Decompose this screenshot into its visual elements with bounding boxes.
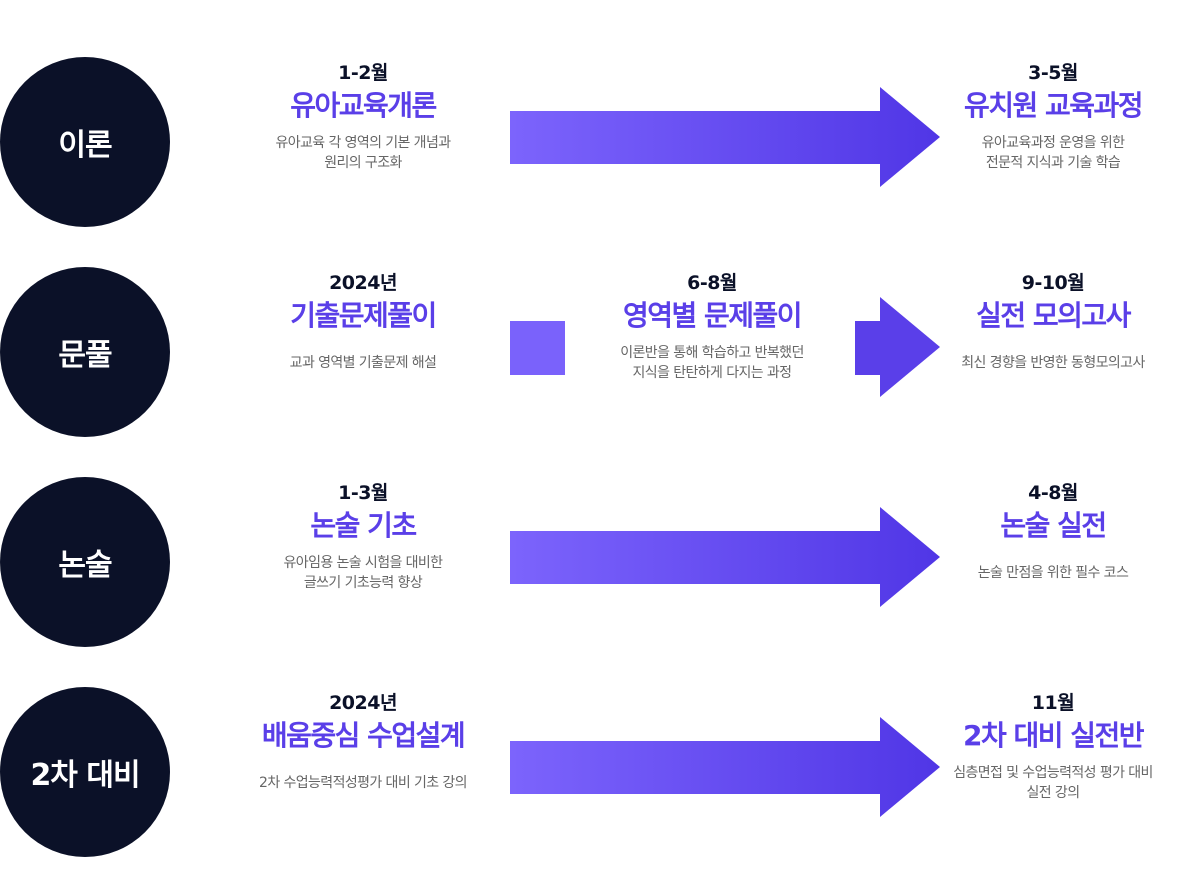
category-circle: 2차 대비 <box>0 687 170 857</box>
stage-title: 영역별 문제풀이 <box>622 299 803 332</box>
stage-title: 배움중심 수업설계 <box>261 719 466 752</box>
stage-left: 1-2월 유아교육개론 유아교육 각 영역의 기본 개념과 원리의 구조화 <box>223 61 503 173</box>
arrow-icon <box>510 297 940 397</box>
stage-title: 기출문제풀이 <box>290 299 437 332</box>
row-second-round: 2차 대비 2024년 배움중심 수업설계 2차 수업능력적성평가 대비 기초 … <box>0 667 1200 877</box>
stage-title: 논술 기초 <box>310 509 417 542</box>
stage-middle: 6-8월 영역별 문제풀이 이론반을 통해 학습하고 반복했던 지식을 탄탄하게… <box>562 271 862 383</box>
stage-title: 2차 대비 실전반 <box>962 719 1145 752</box>
category-circle: 논술 <box>0 477 170 647</box>
arrow-icon <box>510 507 940 607</box>
stage-title: 실전 모의고사 <box>976 299 1131 332</box>
stage-date: 4-8월 <box>1028 482 1078 504</box>
stage-desc: 유아임용 논술 시험을 대비한 글쓰기 기초능력 향상 <box>283 555 444 591</box>
row-problems: 문풀 2024년 기출문제풀이 교과 영역별 기출문제 해설 6-8월 영역별 … <box>0 247 1200 457</box>
row-theory: 이론 1-2월 유아교육개론 유아교육 각 영역의 기본 개념과 원리의 구조화… <box>0 37 1200 247</box>
stage-desc: 유아교육 각 영역의 기본 개념과 원리의 구조화 <box>275 135 451 171</box>
stage-desc: 교과 영역별 기출문제 해설 <box>289 355 437 371</box>
stage-right: 11월 2차 대비 실전반 심층면접 및 수업능력적성 평가 대비 실전 강의 <box>903 691 1200 803</box>
stage-date: 6-8월 <box>687 272 737 294</box>
stage-title: 논술 실전 <box>1000 509 1107 542</box>
stage-right: 3-5월 유치원 교육과정 유아교육과정 운영을 위한 전문적 지식과 기술 학… <box>913 61 1193 173</box>
stage-date: 9-10월 <box>1021 272 1085 294</box>
stage-left: 2024년 기출문제풀이 교과 영역별 기출문제 해설 <box>223 271 503 373</box>
arrow-icon <box>510 717 940 817</box>
category-circle: 이론 <box>0 57 170 227</box>
stage-date: 2024년 <box>329 692 397 714</box>
stage-date: 2024년 <box>329 272 397 294</box>
stage-date: 11월 <box>1031 692 1075 714</box>
stage-desc: 논술 만점을 위한 필수 코스 <box>977 565 1129 581</box>
category-circle: 문풀 <box>0 267 170 437</box>
arrow-icon <box>510 87 940 187</box>
stage-right: 9-10월 실전 모의고사 최신 경향을 반영한 동형모의고사 <box>913 271 1193 373</box>
stage-title: 유치원 교육과정 <box>963 89 1144 122</box>
stage-date: 1-3월 <box>338 482 388 504</box>
stage-date: 3-5월 <box>1028 62 1078 84</box>
stage-desc: 이론반을 통해 학습하고 반복했던 지식을 탄탄하게 다지는 과정 <box>620 345 804 381</box>
stage-left: 2024년 배움중심 수업설계 2차 수업능력적성평가 대비 기초 강의 <box>223 691 503 793</box>
stage-desc: 심층면접 및 수업능력적성 평가 대비 실전 강의 <box>953 765 1153 801</box>
stage-desc: 유아교육과정 운영을 위한 전문적 지식과 기술 학습 <box>981 135 1125 171</box>
stage-title: 유아교육개론 <box>290 89 437 122</box>
stage-desc: 2차 수업능력적성평가 대비 기초 강의 <box>259 775 468 791</box>
row-essay: 논술 1-3월 논술 기초 유아임용 논술 시험을 대비한 글쓰기 기초능력 향… <box>0 457 1200 667</box>
stage-right: 4-8월 논술 실전 논술 만점을 위한 필수 코스 <box>913 481 1193 583</box>
stage-desc: 최신 경향을 반영한 동형모의고사 <box>961 355 1145 371</box>
stage-date: 1-2월 <box>338 62 388 84</box>
stage-left: 1-3월 논술 기초 유아임용 논술 시험을 대비한 글쓰기 기초능력 향상 <box>223 481 503 593</box>
